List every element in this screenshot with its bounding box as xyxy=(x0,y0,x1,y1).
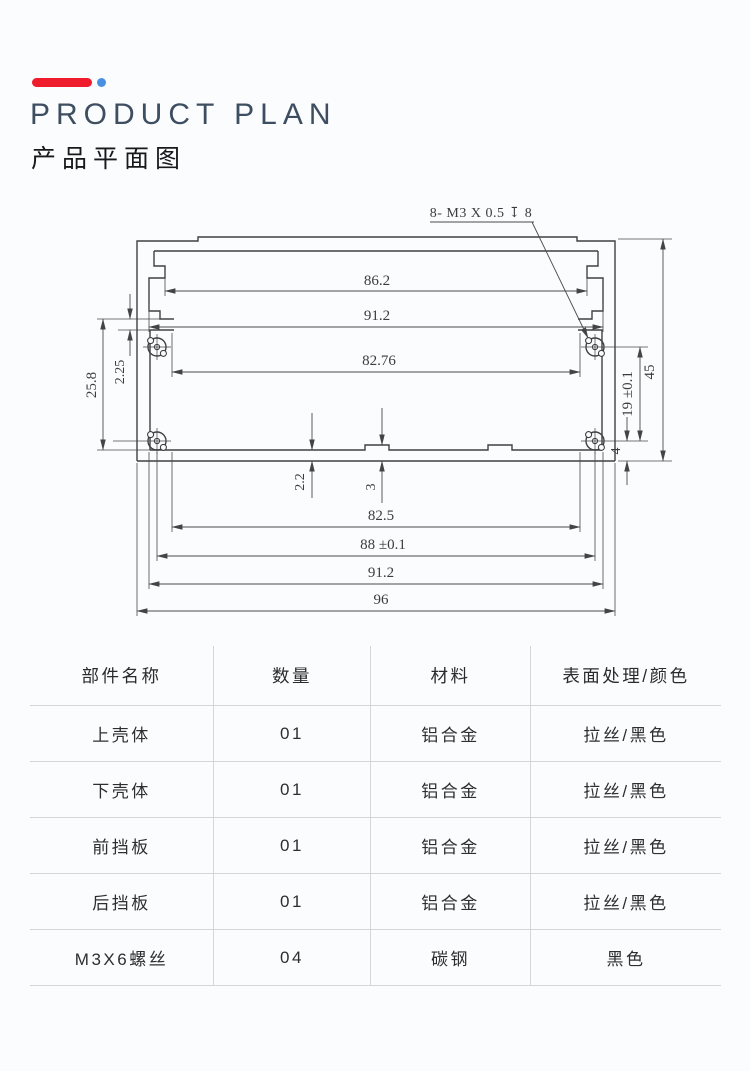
profile-outline xyxy=(136,236,616,462)
dim-right-19: 19 ±0.1 xyxy=(620,371,636,417)
table-cell-material: 铝合金 xyxy=(370,705,531,762)
table-cell-quantity: 01 xyxy=(213,817,371,874)
red-dash-icon xyxy=(32,78,92,87)
page-title-en: PRODUCT PLAN xyxy=(30,98,337,131)
table-row: 前挡板 01 铝合金 拉丝/黑色 xyxy=(30,817,721,874)
dim-left-2-25: 2.25 xyxy=(113,360,128,385)
dimension-lines xyxy=(100,221,666,614)
callout-thread-note: 8- M3 X 0.5 ↧ 8 xyxy=(430,206,532,221)
dim-bottom-88: 88 ±0.1 xyxy=(360,537,406,553)
col-header-quantity: 数量 xyxy=(213,646,371,706)
col-header-material: 材料 xyxy=(370,646,531,706)
table-cell-part-name: 后挡板 xyxy=(30,873,214,930)
dim-top-91-2: 91.2 xyxy=(364,308,390,324)
dim-bottom-82-5: 82.5 xyxy=(368,508,394,524)
col-header-finish-color: 表面处理/颜色 xyxy=(530,646,721,706)
dim-bottom-3: 3 xyxy=(364,484,379,491)
dim-right-45: 45 xyxy=(642,365,658,380)
table-row: 下壳体 01 铝合金 拉丝/黑色 xyxy=(30,761,721,818)
table-cell-quantity: 04 xyxy=(213,929,371,986)
table-cell-finish-color: 拉丝/黑色 xyxy=(530,761,721,818)
technical-drawing: 8- M3 X 0.5 ↧ 8 86.2 91.2 82.76 82.5 88 … xyxy=(84,206,672,616)
table-header-row: 部件名称 数量 材料 表面处理/颜色 xyxy=(30,646,721,706)
table-row: 上壳体 01 铝合金 拉丝/黑色 xyxy=(30,705,721,762)
table-cell-quantity: 01 xyxy=(213,705,371,762)
dimension-labels: 8- M3 X 0.5 ↧ 8 86.2 91.2 82.76 82.5 88 … xyxy=(84,206,658,608)
dim-left-25-8: 25.8 xyxy=(84,372,100,398)
dim-bottom-96: 96 xyxy=(374,592,390,608)
dim-right-4: 4 xyxy=(609,448,624,455)
table-cell-material: 铝合金 xyxy=(370,817,531,874)
table-cell-quantity: 01 xyxy=(213,873,371,930)
parts-spec-table: 部件名称 数量 材料 表面处理/颜色 上壳体 01 铝合金 拉丝/黑色 下壳体 … xyxy=(30,646,721,986)
dim-bottom-2-2: 2.2 xyxy=(293,473,308,491)
dim-bottom-91-2: 91.2 xyxy=(368,565,394,581)
table-cell-finish-color: 拉丝/黑色 xyxy=(530,705,721,762)
table-cell-finish-color: 黑色 xyxy=(530,929,721,986)
table-cell-part-name: M3X6螺丝 xyxy=(30,929,214,986)
table-cell-material: 碳钢 xyxy=(370,929,531,986)
table-cell-part-name: 下壳体 xyxy=(30,761,214,818)
col-header-part-name: 部件名称 xyxy=(30,646,214,706)
dim-top-86-2: 86.2 xyxy=(364,273,390,289)
table-cell-finish-color: 拉丝/黑色 xyxy=(530,873,721,930)
extension-lines xyxy=(97,238,672,616)
table-row: M3X6螺丝 04 碳钢 黑色 xyxy=(30,929,721,986)
table-cell-part-name: 前挡板 xyxy=(30,817,214,874)
screw-bosses xyxy=(143,334,605,454)
table-cell-part-name: 上壳体 xyxy=(30,705,214,762)
table-cell-quantity: 01 xyxy=(213,761,371,818)
blue-dot-icon xyxy=(97,78,106,87)
table-cell-finish-color: 拉丝/黑色 xyxy=(530,817,721,874)
table-cell-material: 铝合金 xyxy=(370,873,531,930)
dim-top-82-76: 82.76 xyxy=(362,353,396,369)
table-row: 后挡板 01 铝合金 拉丝/黑色 xyxy=(30,873,721,930)
page-title-zh: 产品平面图 xyxy=(31,145,187,173)
table-cell-material: 铝合金 xyxy=(370,761,531,818)
